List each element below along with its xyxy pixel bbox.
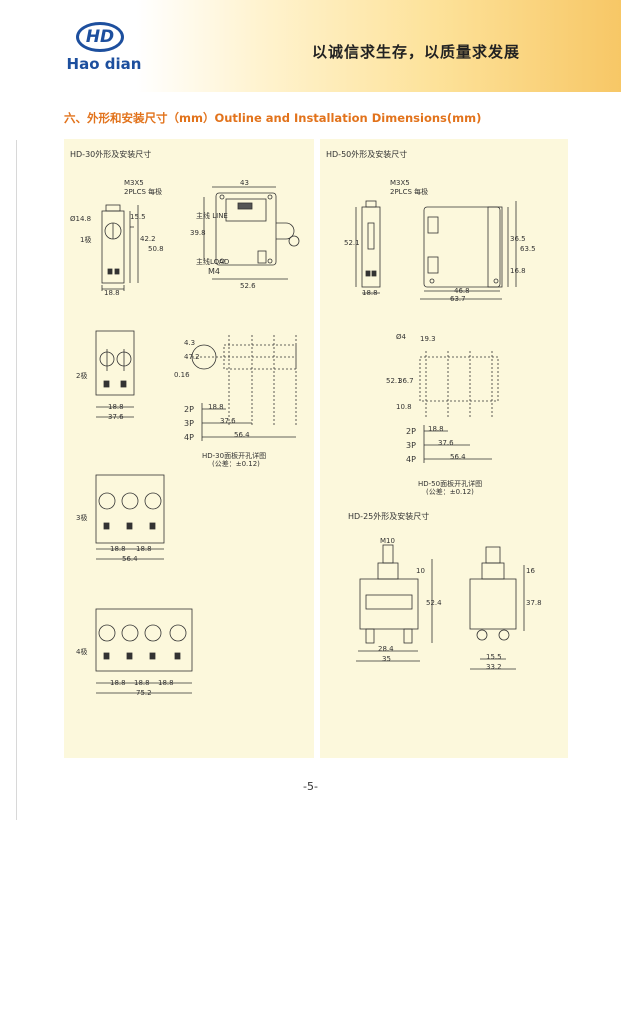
logo-mark: HD bbox=[76, 22, 124, 52]
hd30-dim-52-6: 52.6 bbox=[240, 282, 256, 290]
hd30-cut-tol: (公差：±0.12) bbox=[212, 460, 260, 468]
hd50-dim-19-3: 19.3 bbox=[420, 335, 436, 343]
hd30-dim-18-8: 18.8 bbox=[104, 289, 120, 297]
hd25-dim-37-8: 37.8 bbox=[526, 599, 542, 607]
section-title: 六、外形和安装尺寸（mm）Outline and Installation Di… bbox=[64, 111, 482, 125]
header-band: HD Hao dian 以诚信求生存，以质量求发展 bbox=[0, 0, 621, 92]
page-number: -5- bbox=[303, 780, 318, 793]
hd30-2pole-view bbox=[95, 330, 135, 418]
hd50-3p-label: 3P bbox=[406, 441, 416, 450]
hd25-dim-10: 10 bbox=[416, 567, 425, 575]
hd30-cut-dim-18-8: 18.8 bbox=[208, 403, 224, 411]
hd30-plcs-label: 2PLCS 每极 bbox=[124, 188, 163, 196]
hd25-title: HD-25外形及安装尺寸 bbox=[348, 512, 430, 521]
hd50-dim-10-8: 10.8 bbox=[396, 403, 412, 411]
hd50-cut-dim-37-6: 37.6 bbox=[438, 439, 454, 447]
hd25-dim-52-4: 52.4 bbox=[426, 599, 442, 607]
hd30-pole3-label: 3极 bbox=[76, 514, 88, 522]
company-logo: HD Hao dian bbox=[62, 22, 146, 82]
hd50-dim-52-1b: 52.1 bbox=[386, 377, 402, 385]
hd30-cut-title: HD-30面板开孔详图 bbox=[202, 452, 267, 460]
hd30-screw-label: M3X5 bbox=[124, 179, 144, 187]
hd25-m10-label: M10 bbox=[380, 537, 395, 545]
hd25-dim-28-4: 28.4 bbox=[378, 645, 394, 653]
hd30-pole2-label: 2极 bbox=[76, 372, 88, 380]
hd50-cut-dim-18-8: 18.8 bbox=[428, 425, 444, 433]
hd30-4p-label: 4P bbox=[184, 433, 194, 442]
hd50-dim-36-7: 36.7 bbox=[398, 377, 414, 385]
hd50-cutout-marks bbox=[423, 425, 492, 463]
hd25-view-a bbox=[356, 544, 433, 662]
hd50-dim-46-8: 46.8 bbox=[454, 287, 470, 295]
hd50-plcs-label: 2PLCS 每极 bbox=[390, 188, 429, 196]
hd30-4p-dim-18-8c: 18.8 bbox=[158, 679, 174, 687]
hd30-dim-75-2: 75.2 bbox=[136, 689, 152, 697]
hd30-dim-43: 43 bbox=[240, 179, 249, 187]
hd25-dim-16: 16 bbox=[526, 567, 535, 575]
hd30-dim-15-5: 15.5 bbox=[130, 213, 146, 221]
hd25-dim-33-2: 33.2 bbox=[486, 663, 502, 671]
hd30-panel: HD-30外形及安装尺寸 M3X5 2PLCS 每极 Ø14.8 1极 15.5… bbox=[64, 139, 314, 758]
hd30-cut-dim-37-6: 37.6 bbox=[220, 417, 236, 425]
hd50-cut-dim-56-4: 56.4 bbox=[450, 453, 466, 461]
hd30-pole4-label: 4极 bbox=[76, 648, 88, 656]
hd30-dim-39-8: 39.8 bbox=[190, 229, 206, 237]
hd30-dia-label: Ø14.8 bbox=[70, 215, 92, 223]
hd50-side-view bbox=[355, 200, 381, 294]
hd50-dim-phi4: Ø4 bbox=[396, 333, 406, 341]
hd30-1pole-side-view bbox=[101, 204, 139, 291]
hd50-4p-label: 4P bbox=[406, 455, 416, 464]
hd30-pole1-label: 1极 bbox=[80, 236, 92, 244]
hd50-cut-title: HD-50面板开孔详图 bbox=[418, 480, 483, 488]
hd30-3p-dim-18-8b: 18.8 bbox=[136, 545, 152, 553]
hd30-line-label: 主线 LINE bbox=[196, 212, 228, 220]
slogan: 以诚信求生存，以质量求发展 bbox=[312, 43, 521, 61]
hd50-drawings bbox=[355, 200, 525, 670]
hd50-title: HD-50外形及安装尺寸 bbox=[326, 150, 408, 159]
hd50-dim-18-8: 18.8 bbox=[362, 289, 378, 297]
hd30-3p-dim-18-8: 18.8 bbox=[110, 545, 126, 553]
hd30-4pole-view bbox=[95, 608, 193, 694]
hd50-panel-cutout bbox=[419, 351, 499, 417]
hd30-load-label: 主线LOAD bbox=[196, 258, 230, 266]
hd50-dim-63-7: 63.7 bbox=[450, 295, 466, 303]
hd50-dim-52-1: 52.1 bbox=[344, 239, 360, 247]
hd30-dim-42-2: 42.2 bbox=[140, 235, 156, 243]
hd50-dim-36-5: 36.5 bbox=[510, 235, 526, 243]
hd25-view-b bbox=[469, 546, 525, 670]
hd30-4p-dim-18-8b: 18.8 bbox=[134, 679, 150, 687]
hd30-3p-label: 3P bbox=[184, 419, 194, 428]
hd50-dim-63-5: 63.5 bbox=[520, 245, 536, 253]
hd30-drawings bbox=[95, 186, 300, 694]
hd30-dim-4-3: 4.3 bbox=[184, 339, 196, 347]
hd30-dim-47-2: 47.2 bbox=[184, 353, 200, 361]
hd30-cut-dim-56-4: 56.4 bbox=[234, 431, 250, 439]
hd30-dim-r016: 0.16 bbox=[174, 371, 190, 379]
hd25-dim-15-5: 15.5 bbox=[486, 653, 502, 661]
hd30-title: HD-30外形及安装尺寸 bbox=[70, 150, 152, 159]
scan-edge bbox=[16, 140, 17, 820]
hd30-1pole-front-view bbox=[203, 186, 300, 280]
hd50-dim-16-8: 16.8 bbox=[510, 267, 526, 275]
hd50-cut-tol: (公差：±0.12) bbox=[426, 488, 474, 496]
hd50-front-view bbox=[420, 201, 517, 300]
hd25-dim-35: 35 bbox=[382, 655, 391, 663]
hd50-2p-label: 2P bbox=[406, 427, 416, 436]
hd30-cutout-marks bbox=[201, 403, 296, 441]
hd30-4p-dim-18-8a: 18.8 bbox=[110, 679, 126, 687]
hd30-panel-cutout bbox=[191, 335, 297, 425]
hd30-2p-label: 2P bbox=[184, 405, 194, 414]
hd50-hd25-panel: HD-50外形及安装尺寸 M3X5 2PLCS 每极 52.1 36.5 63.… bbox=[320, 139, 568, 758]
brand-name: Hao dian bbox=[66, 55, 142, 73]
hd30-dim-58-4: 56.4 bbox=[122, 555, 138, 563]
hd30-dim-50-8: 50.8 bbox=[148, 245, 164, 253]
hd30-2p-dim-37-6: 37.6 bbox=[108, 413, 124, 421]
hd30-3pole-view bbox=[95, 474, 165, 560]
hd50-screw-label: M3X5 bbox=[390, 179, 410, 187]
hd30-2p-dim-18-8: 18.8 bbox=[108, 403, 124, 411]
hd30-m4-label: M4 bbox=[208, 267, 220, 276]
